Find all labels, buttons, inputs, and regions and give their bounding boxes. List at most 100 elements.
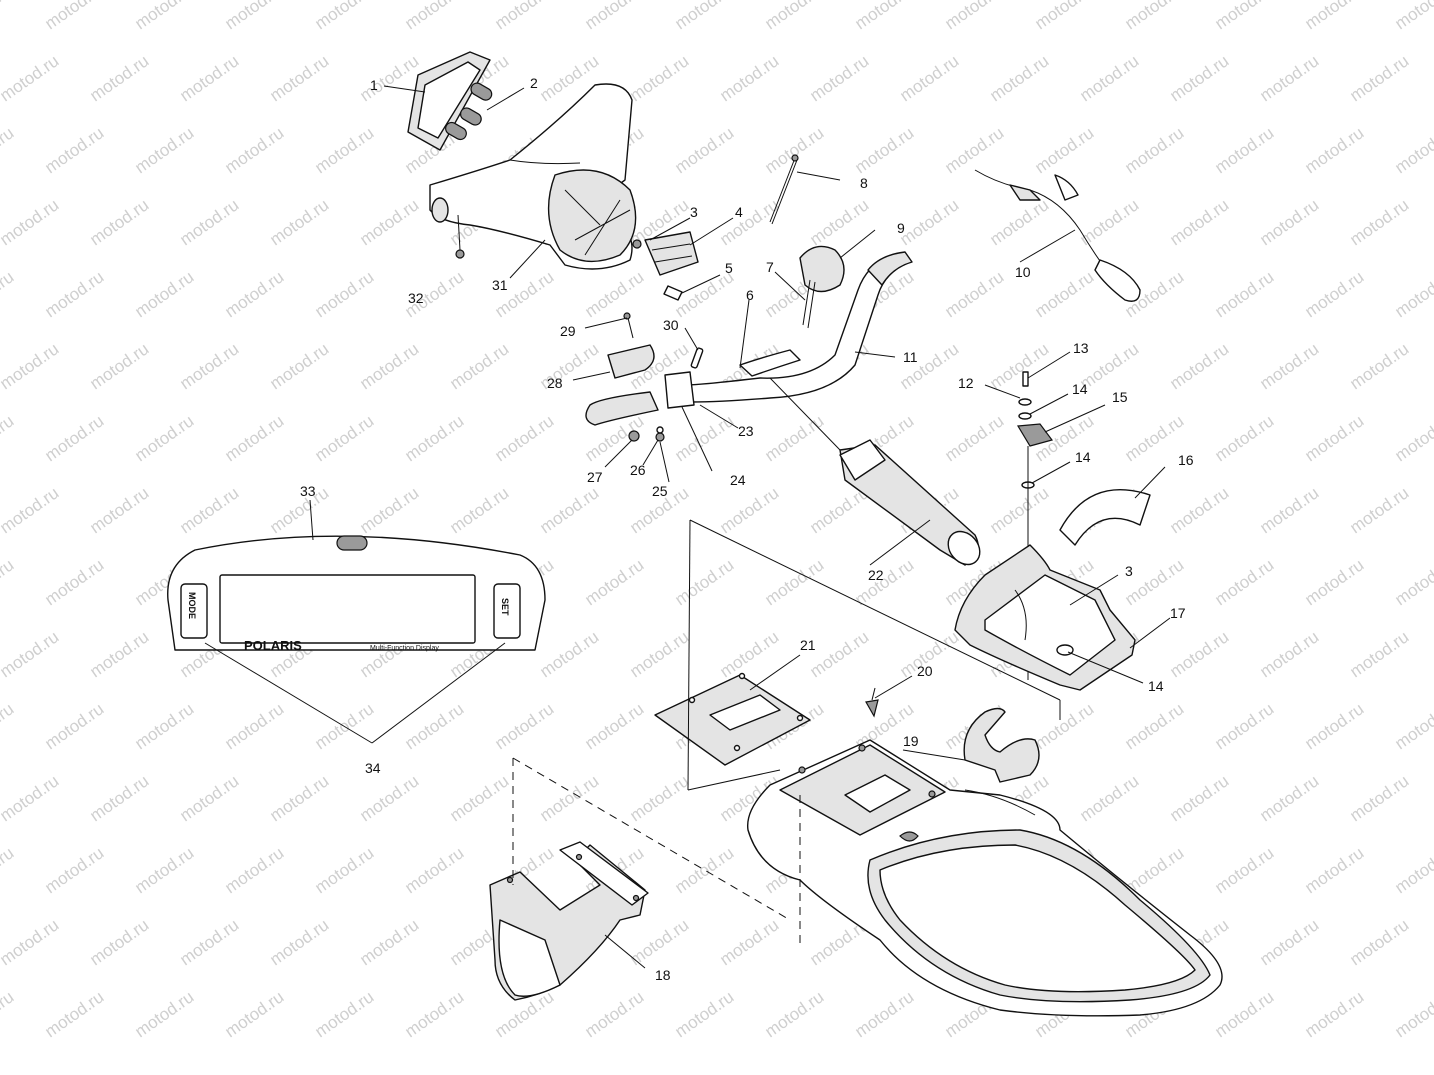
part-steering-housing: [954, 544, 1136, 691]
watermark-text: motod.ru: [356, 339, 422, 393]
watermark-text: motod.ru: [41, 123, 107, 177]
watermark-text: motod.ru: [1031, 0, 1097, 33]
watermark-text: motod.ru: [581, 987, 647, 1041]
watermark-text: motod.ru: [1211, 843, 1277, 897]
callout-31: 31: [492, 277, 508, 293]
callout-26: 26: [630, 462, 646, 478]
watermark-text: motod.ru: [806, 195, 872, 249]
display-panel: MODE SET POLARIS Multi-Function Display: [167, 535, 546, 653]
watermark-text: motod.ru: [671, 123, 737, 177]
display-set-button-label: SET: [500, 598, 510, 616]
watermark-text: motod.ru: [761, 411, 827, 465]
watermark-layer: motod.ru motod.ru motod.ru motod.ru motod.ru…: [0, 0, 1434, 1041]
callout-24: 24: [730, 472, 746, 488]
callout-8: 8: [860, 175, 868, 191]
callout-6: 6: [746, 287, 754, 303]
watermark-text: motod.ru: [1211, 411, 1277, 465]
callout-1: 1: [370, 77, 378, 93]
watermark-text: motod.ru: [311, 411, 377, 465]
callout-11: 11: [903, 349, 918, 365]
watermark-text: motod.ru: [1301, 411, 1367, 465]
watermark-text: motod.ru: [176, 483, 242, 537]
watermark-text: motod.ru: [266, 771, 332, 825]
watermark-text: motod.ru: [176, 915, 242, 969]
watermark-text: motod.ru: [41, 843, 107, 897]
watermark-text: motod.ru: [0, 987, 17, 1041]
watermark-text: motod.ru: [356, 51, 422, 105]
watermark-text: motod.ru: [986, 483, 1052, 537]
watermark-text: motod.ru: [41, 987, 107, 1041]
watermark-text: motod.ru: [806, 627, 872, 681]
watermark-text: motod.ru: [1301, 0, 1367, 33]
watermark-text: motod.ru: [131, 267, 197, 321]
watermark-text: motod.ru: [1256, 51, 1322, 105]
callout-13: 13: [1073, 340, 1089, 356]
watermark-text: motod.ru: [221, 699, 287, 753]
watermark-text: motod.ru: [131, 843, 197, 897]
watermark-text: motod.ru: [0, 555, 17, 609]
watermark-text: motod.ru: [86, 627, 152, 681]
callout-3: 3: [690, 204, 698, 220]
watermark-text: motod.ru: [1031, 699, 1097, 753]
watermark-text: motod.ru: [86, 771, 152, 825]
watermark-text: motod.ru: [1211, 267, 1277, 321]
callout-18: 18: [655, 967, 671, 983]
watermark-text: motod.ru: [1391, 411, 1434, 465]
watermark-text: motod.ru: [176, 771, 242, 825]
watermark-text: motod.ru: [896, 195, 962, 249]
watermark-text: motod.ru: [671, 987, 737, 1041]
callout-12: 12: [958, 375, 974, 391]
watermark-text: motod.ru: [536, 771, 602, 825]
watermark-text: motod.ru: [266, 915, 332, 969]
callout-5: 5: [725, 260, 733, 276]
watermark-text: motod.ru: [401, 411, 467, 465]
watermark-text: motod.ru: [1256, 915, 1322, 969]
watermark-text: motod.ru: [221, 987, 287, 1041]
watermark-text: motod.ru: [1031, 123, 1097, 177]
part-hook-19: [963, 707, 1040, 783]
display-brand-logo: POLARIS: [244, 638, 302, 653]
watermark-text: motod.ru: [1301, 267, 1367, 321]
watermark-text: motod.ru: [0, 915, 62, 969]
watermark-text: motod.ru: [1256, 195, 1322, 249]
watermark-text: motod.ru: [221, 0, 287, 33]
watermark-text: motod.ru: [1391, 987, 1434, 1041]
watermark-text: motod.ru: [266, 51, 332, 105]
callout-2: 2: [530, 75, 538, 91]
watermark-text: motod.ru: [806, 51, 872, 105]
callout-22: 22: [868, 567, 884, 583]
watermark-text: motod.ru: [941, 267, 1007, 321]
watermark-text: motod.ru: [221, 267, 287, 321]
watermark-text: motod.ru: [626, 51, 692, 105]
part-steering-tube: [769, 377, 981, 566]
watermark-text: motod.ru: [311, 987, 377, 1041]
watermark-text: motod.ru: [1391, 123, 1434, 177]
watermark-text: motod.ru: [761, 123, 827, 177]
watermark-text: motod.ru: [446, 339, 512, 393]
watermark-text: motod.ru: [86, 915, 152, 969]
part-left-grip: [585, 344, 695, 426]
callout-numbers: 1 2 3 4 5 6 7 8 9 10 11 12 13 14 15 16 1…: [300, 75, 1194, 983]
watermark-text: motod.ru: [311, 267, 377, 321]
watermark-text: motod.ru: [716, 51, 782, 105]
callout-19: 19: [903, 733, 919, 749]
watermark-text: motod.ru: [1121, 0, 1187, 33]
watermark-text: motod.ru: [491, 0, 557, 33]
watermark-text: motod.ru: [851, 123, 917, 177]
watermark-text: motod.ru: [1166, 339, 1232, 393]
watermark-text: motod.ru: [1346, 483, 1412, 537]
watermark-text: motod.ru: [896, 339, 962, 393]
watermark-text: motod.ru: [311, 0, 377, 33]
part-handlebar-cover: [429, 83, 637, 270]
watermark-text: motod.ru: [0, 843, 17, 897]
watermark-text: motod.ru: [1256, 627, 1322, 681]
watermark-text: motod.ru: [626, 627, 692, 681]
watermark-text: motod.ru: [716, 483, 782, 537]
watermark-text: motod.ru: [1256, 339, 1322, 393]
watermark-text: motod.ru: [1346, 915, 1412, 969]
watermark-text: motod.ru: [41, 0, 107, 33]
watermark-text: motod.ru: [0, 483, 62, 537]
part-clamp-bracket: [632, 231, 699, 301]
watermark-text: motod.ru: [401, 843, 467, 897]
